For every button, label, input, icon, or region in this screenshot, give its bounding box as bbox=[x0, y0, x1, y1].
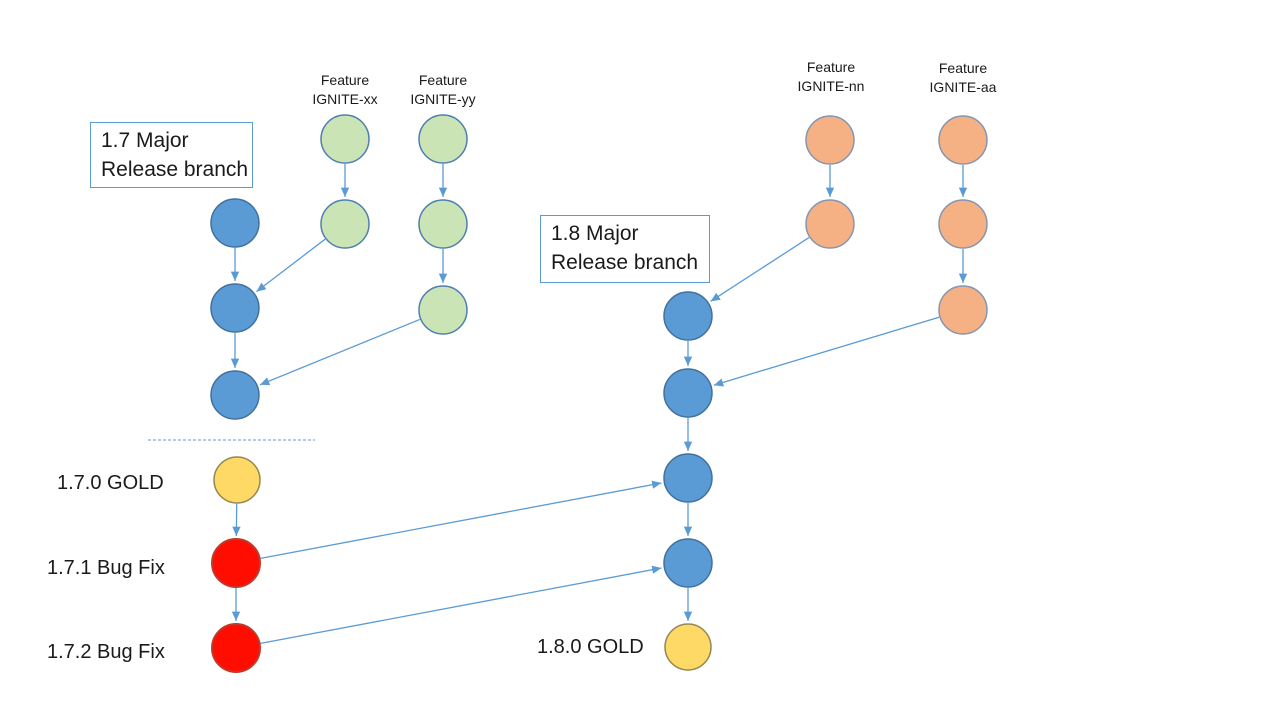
commit-node-b2 bbox=[210, 283, 260, 333]
commit-node-g5 bbox=[418, 285, 468, 335]
commit-node-c3 bbox=[663, 453, 713, 503]
commit-node-y1 bbox=[213, 456, 261, 504]
release-label-1-8-0-gold: 1.8.0 GOLD bbox=[537, 636, 644, 658]
commit-node-g4 bbox=[418, 199, 468, 249]
commit-node-o5 bbox=[938, 285, 988, 335]
commit-node-g1 bbox=[320, 114, 370, 164]
commit-node-c1 bbox=[663, 291, 713, 341]
commit-node-g2 bbox=[320, 199, 370, 249]
feature-label-line: Feature bbox=[806, 59, 856, 75]
feature-label-ignite-aa: Feature IGNITE-aa bbox=[903, 59, 1023, 97]
commit-node-r2 bbox=[211, 623, 261, 673]
feature-label-line: IGNITE-xx bbox=[312, 91, 378, 107]
feature-label-ignite-xx: Feature IGNITE-xx bbox=[285, 71, 405, 109]
commit-node-c2 bbox=[663, 368, 713, 418]
feature-label-line: Feature bbox=[938, 60, 988, 76]
feature-label-line: Feature bbox=[418, 72, 468, 88]
release-label-1-7-0-gold: 1.7.0 GOLD bbox=[57, 472, 164, 494]
feature-label-line: IGNITE-nn bbox=[797, 78, 865, 94]
feature-label-ignite-yy: Feature IGNITE-yy bbox=[383, 71, 503, 109]
branch-box-line: 1.8 Major bbox=[551, 222, 639, 245]
branch-box-line: Release branch bbox=[551, 251, 699, 274]
commit-node-o1 bbox=[805, 115, 855, 165]
commit-node-b3 bbox=[210, 370, 260, 420]
branch-box-line: Release branch bbox=[101, 158, 249, 181]
commit-node-c4 bbox=[663, 538, 713, 588]
feature-label-line: IGNITE-yy bbox=[410, 91, 476, 107]
commit-arrow-g2-b2 bbox=[256, 238, 326, 293]
commit-node-y2 bbox=[664, 623, 712, 671]
commit-node-g3 bbox=[418, 114, 468, 164]
release-label-1-7-1-bugfix: 1.7.1 Bug Fix bbox=[47, 557, 165, 579]
branch-1-8-label-box: 1.8 Major Release branch bbox=[540, 215, 710, 283]
commit-arrow-o5-c2 bbox=[713, 316, 940, 387]
commit-node-r1 bbox=[211, 538, 261, 588]
commit-arrow-r2-c4 bbox=[260, 565, 662, 645]
commit-node-o4 bbox=[938, 199, 988, 249]
commit-arrow-o2-c1 bbox=[710, 237, 810, 302]
release-label-1-7-2-bugfix: 1.7.2 Bug Fix bbox=[47, 641, 165, 663]
branch-1-7-label-box: 1.7 Major Release branch bbox=[90, 122, 253, 188]
commit-arrow-r1-c3 bbox=[260, 480, 662, 560]
commit-node-o2 bbox=[805, 199, 855, 249]
branch-box-line: 1.7 Major bbox=[101, 129, 189, 152]
commit-node-o3 bbox=[938, 115, 988, 165]
commit-node-b1 bbox=[210, 198, 260, 248]
feature-label-ignite-nn: Feature IGNITE-nn bbox=[771, 58, 891, 96]
commit-arrow-g5-b3 bbox=[259, 318, 421, 386]
feature-label-line: Feature bbox=[320, 72, 370, 88]
feature-label-line: IGNITE-aa bbox=[929, 79, 997, 95]
